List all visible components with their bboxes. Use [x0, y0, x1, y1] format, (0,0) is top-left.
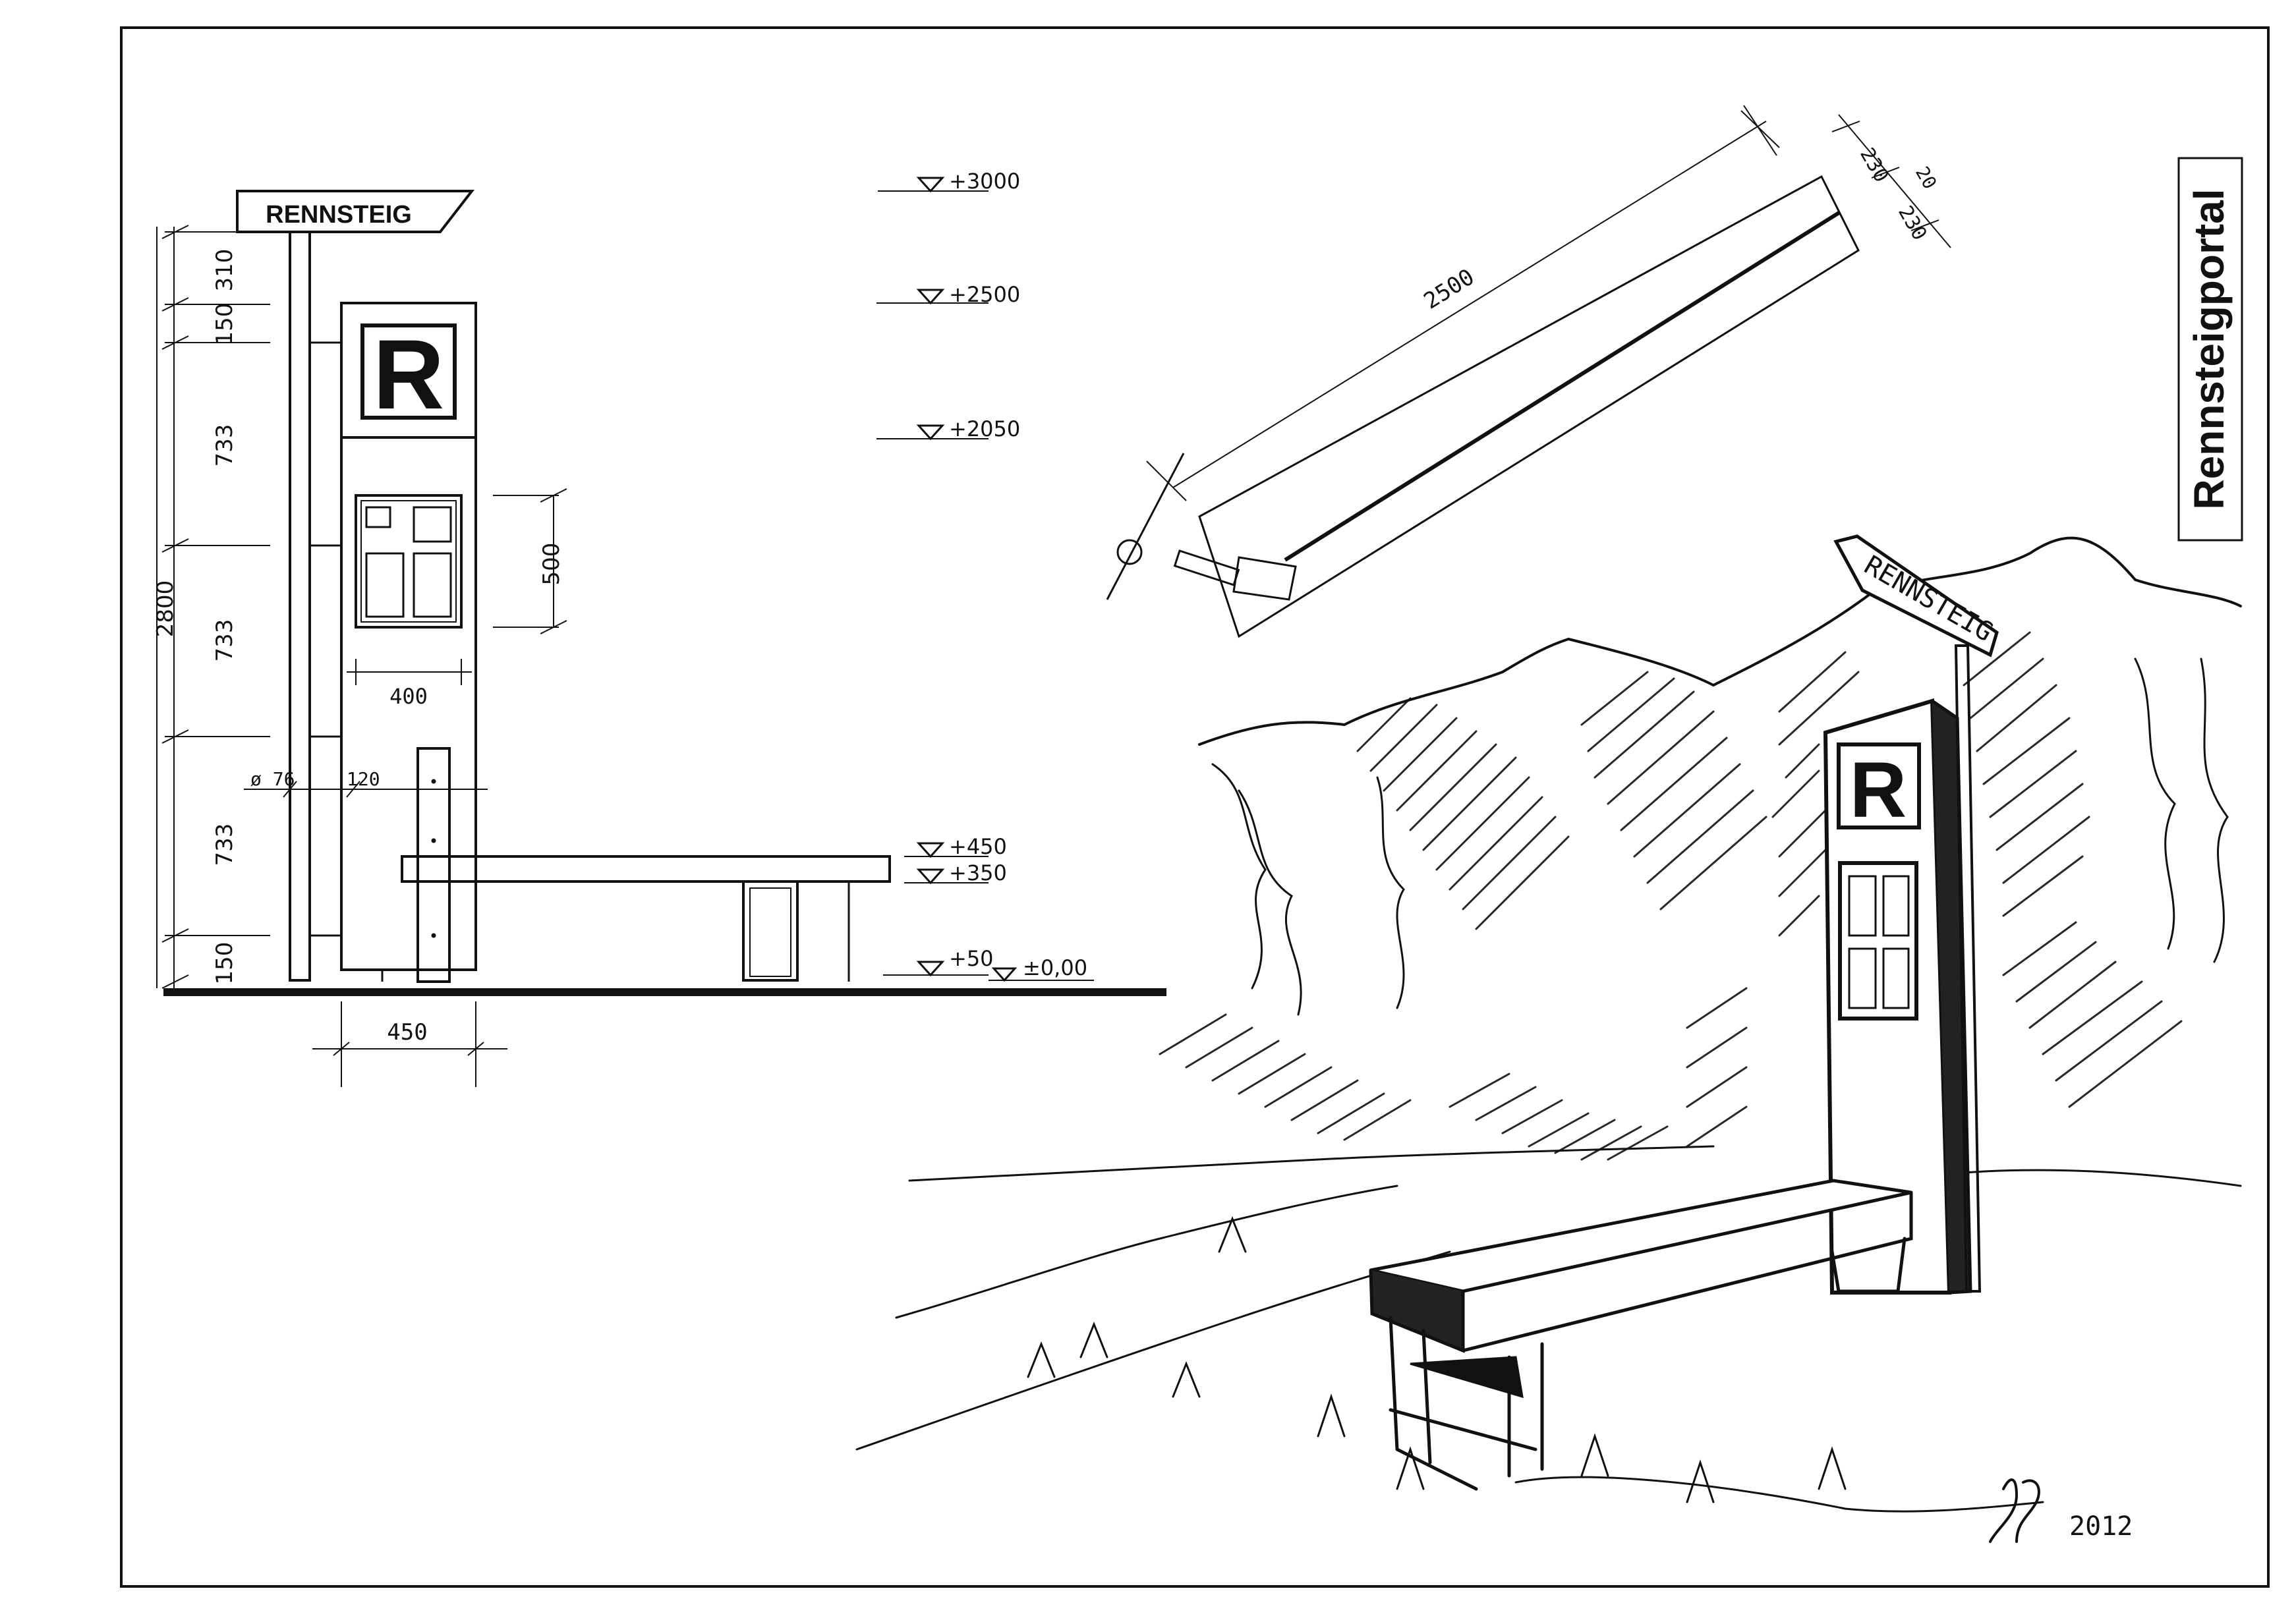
elevation-bench-leg [742, 880, 799, 982]
level-350: +350 [949, 860, 1007, 885]
elevation-column [340, 302, 477, 971]
sketch-emblem-box [1837, 742, 1921, 829]
plan-dim-w2: 230 [1893, 202, 1931, 244]
elevation-post [416, 747, 451, 983]
sketch-hill-outline [1198, 536, 2242, 746]
sketch-forest-hatching [1159, 631, 2183, 1161]
artist-signature [1989, 1478, 2040, 1543]
dim-150-bottom: 150 [212, 942, 238, 985]
level-450: +450 [949, 834, 1007, 859]
plan-dim-gap: 20 [1911, 163, 1941, 193]
dim-150-top: 150 [212, 303, 238, 346]
dim-310: 310 [212, 249, 238, 292]
dim-base: 450 [387, 1019, 427, 1046]
elevation-bench-seat [401, 855, 891, 883]
level-0: ±0,00 [1023, 955, 1087, 980]
signature-year: 2012 [2069, 1511, 2133, 1542]
plan-bench-outline [1198, 175, 1860, 638]
dim-post: 120 [347, 768, 380, 790]
elevation-pipe [289, 231, 311, 982]
sketch-sign-arrow [1833, 534, 1999, 657]
plan-pipe-circle [1116, 539, 1143, 565]
sketch-path-edge [908, 1145, 1715, 1182]
elevation-view: R [156, 190, 1166, 1087]
dim-board-width: 400 [389, 684, 428, 709]
title-block: Rennsteigportal [2177, 157, 2243, 542]
level-3000: +3000 [949, 169, 1020, 194]
dim-total-2800: 2800 [152, 580, 179, 638]
level-markers [876, 177, 1094, 982]
plan-end-bracket [1232, 556, 1297, 601]
plan-dim-w1: 230 [1855, 144, 1893, 186]
dim-733-a: 733 [212, 424, 238, 467]
dim-733-c: 733 [212, 824, 238, 866]
elevation-info-board [355, 494, 463, 629]
elevation-emblem-box [360, 323, 457, 420]
perspective-sketch: R [855, 534, 2242, 1513]
dim-board-height: 500 [538, 543, 565, 586]
sheet-title: Rennsteigportal [2185, 188, 2233, 509]
elevation-emblem-letter: R [373, 319, 444, 430]
sketch-info-board [1838, 861, 1918, 1021]
plan-view [1106, 105, 1951, 638]
sketch-bench-leg-left [1389, 1316, 1537, 1491]
dim-pipe: ø 76 [250, 768, 295, 790]
level-2500: +2500 [949, 282, 1020, 307]
elevation-sign-arrow [236, 190, 475, 233]
sheet-frame [120, 26, 2270, 1588]
plan-dim-length: 2500 [1420, 264, 1479, 314]
sketch-emblem-letter: R [1850, 746, 1907, 834]
level-50: +50 [949, 946, 994, 971]
level-2050: +2050 [949, 416, 1020, 441]
vertical-dimensions: 310 150 733 733 733 150 2800 500 [152, 249, 565, 985]
dim-733-b: 733 [212, 619, 238, 662]
sketch-pipe [1954, 644, 1982, 1293]
elevation-sign-label: RENNSTEIG [266, 201, 412, 229]
level-labels: +3000 +2500 +2050 +450 +350 +50 ±0,00 [949, 169, 1087, 980]
